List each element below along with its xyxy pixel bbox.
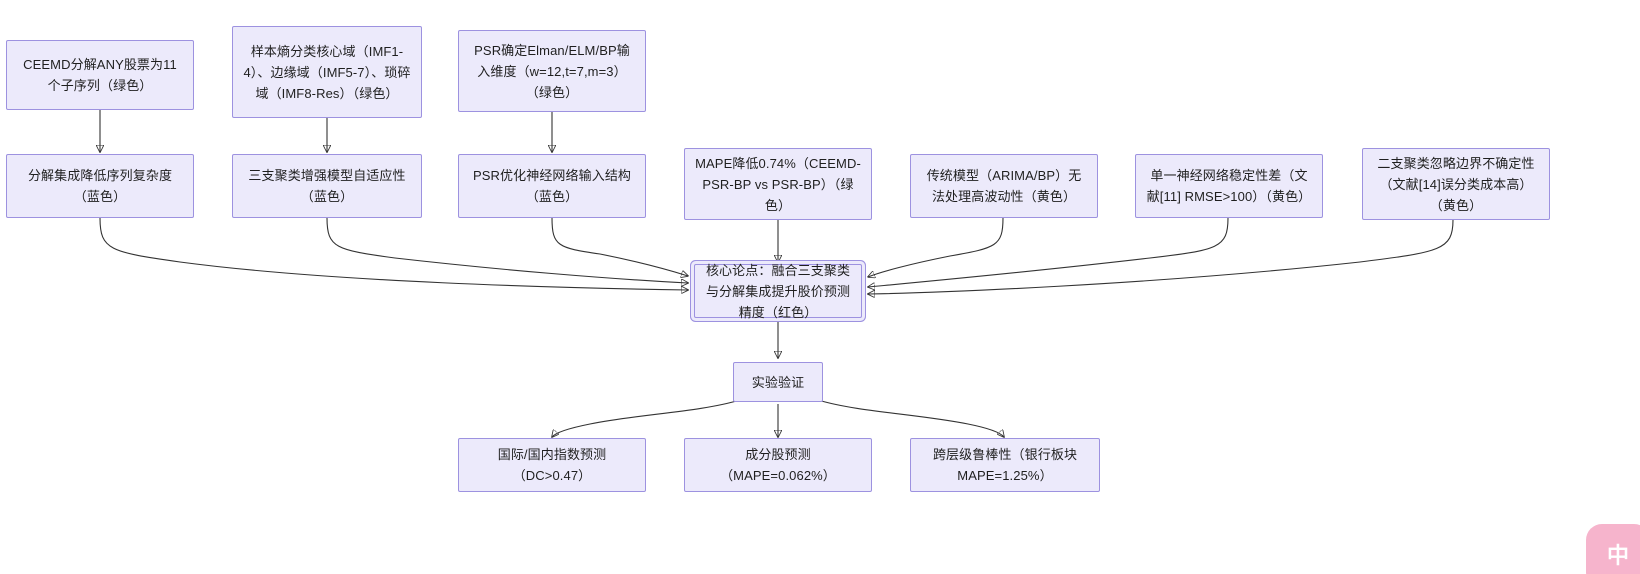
- node-gap-two-way-clustering[interactable]: 二支聚类忽略边界不确定性（文献[14]误分类成本高）（黄色）: [1362, 148, 1550, 220]
- node-result-index-forecast[interactable]: 国际/国内指数预测（DC>0.47）: [458, 438, 646, 492]
- node-claim-psr[interactable]: PSR优化神经网络输入结构（蓝色）: [458, 154, 646, 218]
- node-method-sampen[interactable]: 样本熵分类核心域（IMF1-4）、边缘域（IMF5-7）、琐碎域（IMF8-Re…: [232, 26, 422, 118]
- watermark-badge: 中: [1586, 524, 1640, 574]
- node-result-cross-level-robustness[interactable]: 跨层级鲁棒性（银行板块MAPE=1.25%）: [910, 438, 1100, 492]
- node-label: 分解集成降低序列复杂度（蓝色）: [27, 168, 173, 204]
- node-label: MAPE降低0.74%（CEEMD-PSR-BP vs PSR-BP）（绿色）: [695, 155, 861, 213]
- node-label: 二支聚类忽略边界不确定性（文献[14]误分类成本高）（黄色）: [1377, 155, 1535, 213]
- node-label: 成分股预测（MAPE=0.062%）: [720, 447, 836, 483]
- node-evidence-mape[interactable]: MAPE降低0.74%（CEEMD-PSR-BP vs PSR-BP）（绿色）: [684, 148, 872, 220]
- node-label: 跨层级鲁棒性（银行板块MAPE=1.25%）: [932, 447, 1078, 483]
- edge-experiment-to-index: [552, 399, 741, 437]
- node-label: 传统模型（ARIMA/BP）无法处理高波动性（黄色）: [926, 168, 1082, 204]
- node-result-constituent-forecast[interactable]: 成分股预测（MAPE=0.062%）: [684, 438, 872, 492]
- node-label: 国际/国内指数预测（DC>0.47）: [497, 447, 607, 483]
- node-claim-clustering[interactable]: 三支聚类增强模型自适应性（蓝色）: [232, 154, 422, 218]
- edge-twoway-to-core: [868, 219, 1454, 294]
- node-label: PSR优化神经网络输入结构（蓝色）: [472, 168, 632, 204]
- node-label: PSR确定Elman/ELM/BP输入维度（w=12,t=7,m=3）（绿色）: [474, 42, 630, 100]
- node-label: CEEMD分解ANY股票为11个子序列（绿色）: [23, 57, 177, 93]
- edge-singlenn-to-core: [868, 217, 1229, 287]
- node-experiment-validation[interactable]: 实验验证: [733, 362, 823, 402]
- edge-decomp-to-core: [99, 217, 688, 290]
- node-label: 实验验证: [751, 374, 805, 390]
- node-method-ceemd[interactable]: CEEMD分解ANY股票为11个子序列（绿色）: [6, 40, 194, 110]
- edge-arima-to-core: [868, 217, 1004, 277]
- node-label: 核心论点：融合三支聚类与分解集成提升股价预测精度（红色）: [705, 262, 851, 320]
- node-claim-decomposition[interactable]: 分解集成降低序列复杂度（蓝色）: [6, 154, 194, 218]
- edge-cluster-to-core: [326, 217, 688, 283]
- node-core-thesis[interactable]: 核心论点：融合三支聚类与分解集成提升股价预测精度（红色）: [694, 263, 862, 320]
- node-label: 三支聚类增强模型自适应性（蓝色）: [248, 168, 406, 204]
- node-label: 样本熵分类核心域（IMF1-4）、边缘域（IMF5-7）、琐碎域（IMF8-Re…: [243, 43, 411, 101]
- node-gap-traditional-models[interactable]: 传统模型（ARIMA/BP）无法处理高波动性（黄色）: [910, 154, 1098, 218]
- edge-psrclaim-to-core: [551, 217, 688, 276]
- node-gap-single-neural-network[interactable]: 单一神经网络稳定性差（文献[11] RMSE>100）（黄色）: [1135, 154, 1323, 218]
- node-method-psr[interactable]: PSR确定Elman/ELM/BP输入维度（w=12,t=7,m=3）（绿色）: [458, 30, 646, 112]
- watermark-text: 中: [1606, 543, 1629, 568]
- node-label: 单一神经网络稳定性差（文献[11] RMSE>100）（黄色）: [1146, 168, 1312, 204]
- edge-experiment-to-robust: [817, 399, 1004, 437]
